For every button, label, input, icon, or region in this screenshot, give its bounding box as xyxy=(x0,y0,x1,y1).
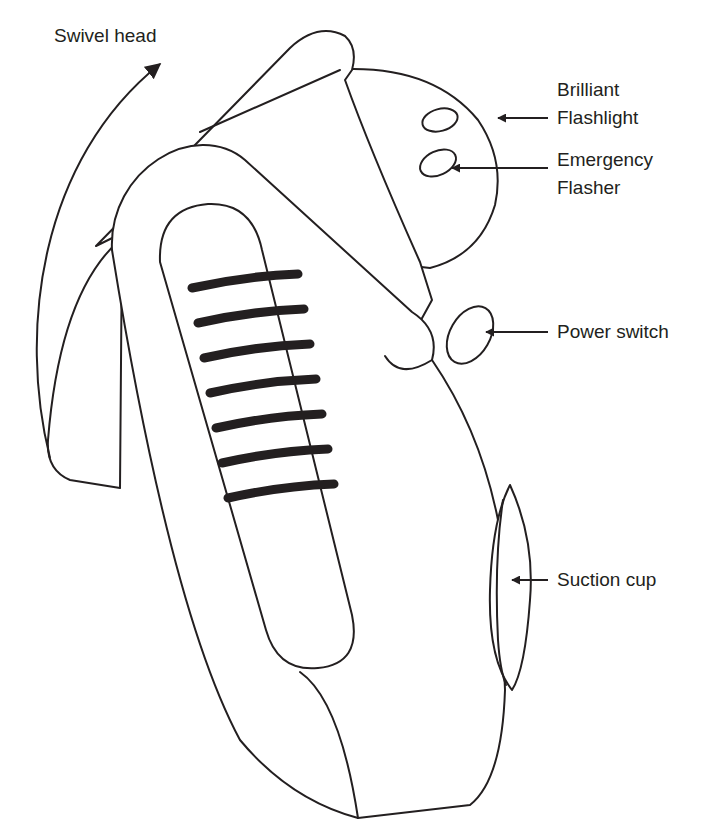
head-ridge xyxy=(200,70,340,132)
leader-line xyxy=(486,331,548,333)
suction-cup-rim xyxy=(497,500,506,685)
power-switch xyxy=(437,298,503,372)
grip-line xyxy=(198,309,304,323)
grip-line xyxy=(216,414,322,428)
flashlight-lens xyxy=(420,105,460,136)
part-label: Suction cup xyxy=(557,566,656,594)
part-label: Swivel head xyxy=(52,22,158,50)
flasher-lens xyxy=(416,144,461,182)
grip-line xyxy=(222,449,328,463)
leader-line xyxy=(498,117,548,119)
swivel-base xyxy=(48,238,122,488)
part-label: Power switch xyxy=(557,318,669,346)
leader-line xyxy=(452,167,548,169)
grip-line xyxy=(210,379,316,393)
grip-line xyxy=(204,344,310,358)
leader-line xyxy=(512,579,548,581)
swivel-arrow xyxy=(37,64,160,458)
part-label: Brilliant Flashlight xyxy=(557,76,661,132)
grip-line xyxy=(192,274,298,288)
handle-body xyxy=(112,145,505,818)
suction-cup xyxy=(490,485,531,690)
grip-line xyxy=(228,484,334,498)
part-label: Emergency Flasher xyxy=(557,146,669,202)
grip-panel xyxy=(160,204,354,668)
grip-lines xyxy=(192,274,334,498)
